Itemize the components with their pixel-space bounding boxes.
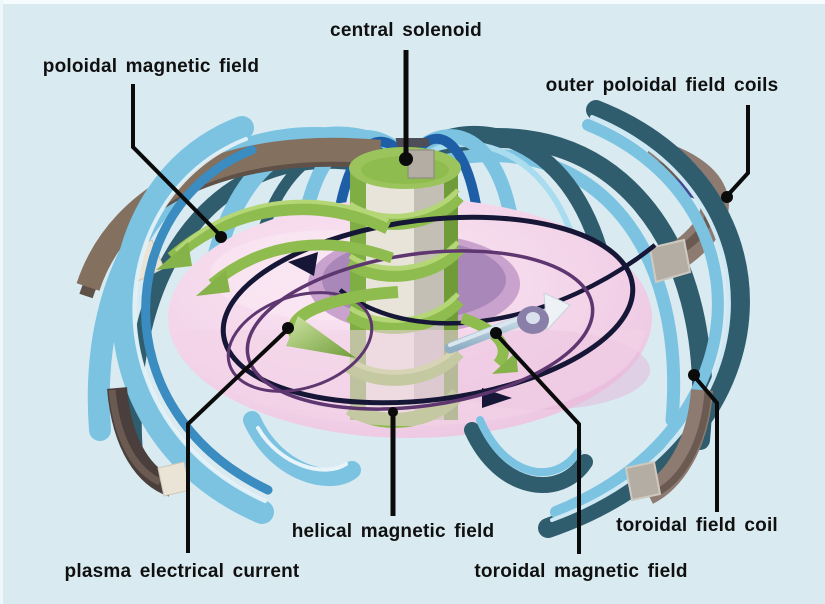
label-helical-magnetic-field: helical magnetic field <box>291 521 495 542</box>
plasma-current-ring <box>220 214 657 408</box>
solenoid-top-notch <box>407 149 435 179</box>
label-plasma-electrical-current: plasma electrical current <box>64 561 300 582</box>
leader-dot <box>282 322 294 334</box>
leader-outer-poloidal <box>725 105 750 198</box>
helical-field-arrows <box>156 199 518 374</box>
coil-end-cap-grey <box>648 238 692 284</box>
label-outer-poloidal-field-coils: outer poloidal field coils <box>545 75 779 96</box>
leader-dot <box>490 327 502 339</box>
left-edge-border <box>0 0 3 604</box>
leader-dot <box>399 152 413 166</box>
leader-lines <box>131 50 750 554</box>
coil-end-cap-grey <box>624 460 662 502</box>
leader-dot <box>215 231 227 243</box>
green-arrowhead <box>492 352 518 374</box>
leader-dot <box>688 369 700 381</box>
leader-dot <box>388 407 398 417</box>
leader-poloidal-field <box>131 84 223 238</box>
outer-poloidal-coil-bottom-left <box>107 387 191 497</box>
top-edge-border <box>0 0 825 4</box>
green-arrowhead <box>156 242 192 270</box>
label-toroidal-field-coil: toroidal field coil <box>616 515 778 536</box>
leader-dot <box>721 191 733 203</box>
label-toroidal-magnetic-field: toroidal magnetic field <box>474 561 688 582</box>
label-central-solenoid: central solenoid <box>330 20 482 41</box>
green-cone-arrowhead <box>286 316 356 358</box>
helical-field-line <box>226 249 595 411</box>
green-arrowhead <box>196 270 230 296</box>
toroidal-field-coil-bottom-right <box>624 389 713 504</box>
leader-toroidal-field <box>494 332 581 554</box>
leader-toroidal-coil <box>692 374 719 512</box>
coil-end-cap-beige <box>157 461 191 497</box>
label-poloidal-magnetic-field: poloidal magnetic field <box>42 56 260 77</box>
leader-plasma-current <box>186 327 290 553</box>
current-arrowhead-left <box>288 252 318 276</box>
torus-front-rim <box>176 330 644 426</box>
